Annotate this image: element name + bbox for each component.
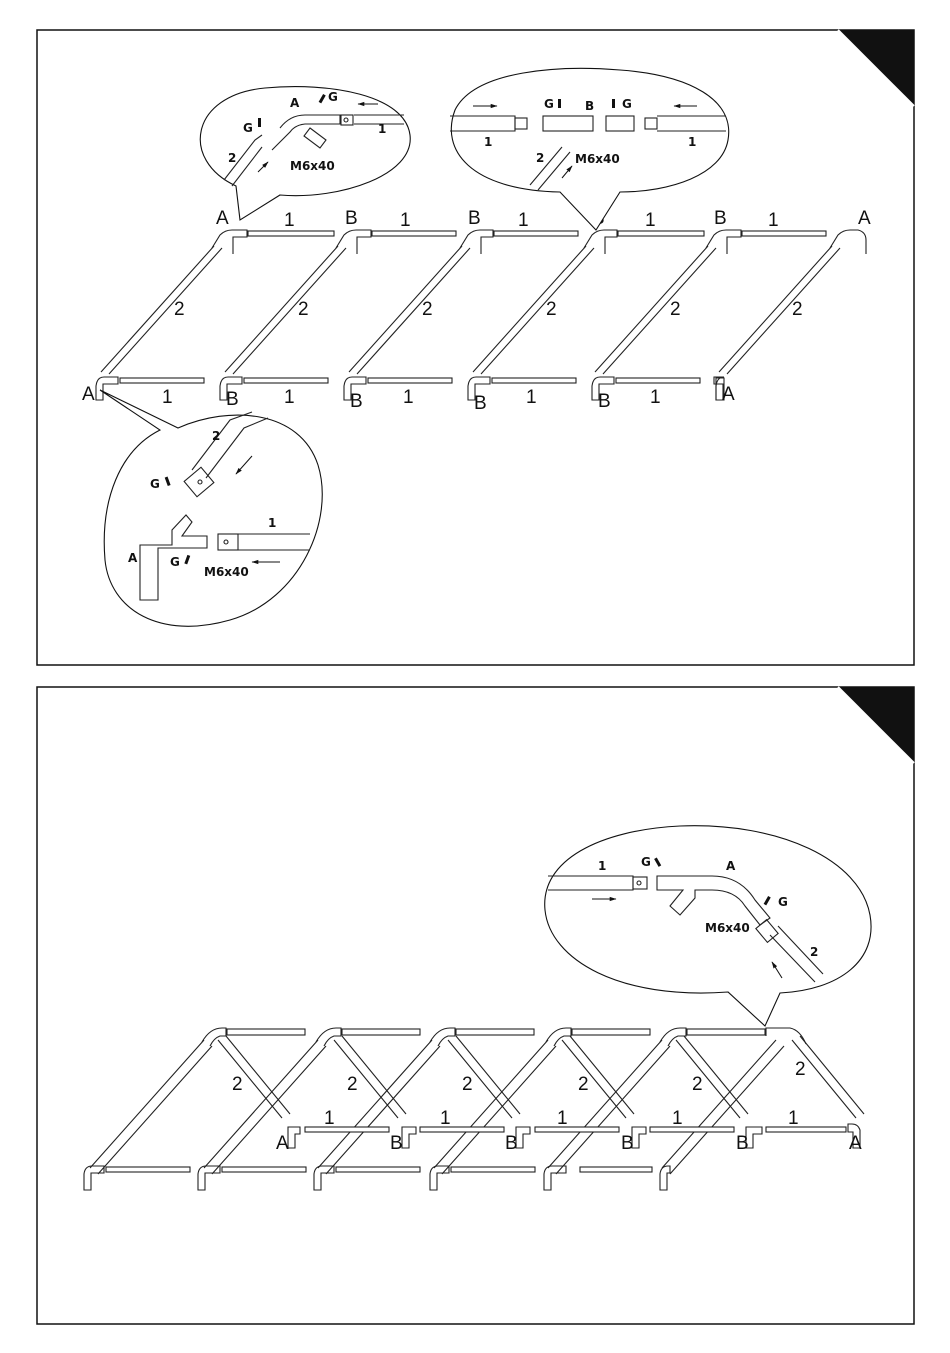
label-1: 1 <box>162 387 173 408</box>
label-a: A <box>849 1133 862 1154</box>
label-2: 2 <box>298 299 309 320</box>
label-g: G <box>170 555 180 569</box>
label-1: 1 <box>268 516 276 530</box>
label-b: B <box>345 208 358 229</box>
label-a: A <box>216 208 229 229</box>
label-b: B <box>390 1133 403 1154</box>
label-b: B <box>226 389 239 410</box>
label-1: 1 <box>324 1108 335 1129</box>
step-panel-2: 2 2 2 2 2 2 1 1 1 1 1 A B B B B A <box>37 687 914 1324</box>
label-1: 1 <box>400 210 411 231</box>
label-1: 1 <box>557 1108 568 1129</box>
label-1: 1 <box>598 859 606 873</box>
label-2: 2 <box>232 1074 243 1095</box>
label-1: 1 <box>768 210 779 231</box>
label-2: 2 <box>670 299 681 320</box>
label-a: A <box>290 96 300 110</box>
label-2: 2 <box>795 1059 806 1080</box>
label-1: 1 <box>788 1108 799 1129</box>
label-b: B <box>621 1133 634 1154</box>
label-b: B <box>350 391 363 412</box>
label-2: 2 <box>546 299 557 320</box>
label-g: G <box>544 97 554 111</box>
label-b: B <box>598 391 611 412</box>
label-2: 2 <box>347 1074 358 1095</box>
label-a: A <box>726 859 736 873</box>
label-g: G <box>243 121 253 135</box>
panel-2-frame <box>37 687 914 1324</box>
bolt-label: M6x40 <box>204 565 249 579</box>
bolt-icon <box>612 99 615 108</box>
label-g: G <box>328 90 338 104</box>
label-2: 2 <box>228 151 236 165</box>
label-2: 2 <box>692 1074 703 1095</box>
label-g: G <box>641 855 651 869</box>
label-b: B <box>714 208 727 229</box>
label-1: 1 <box>403 387 414 408</box>
label-1: 1 <box>284 387 295 408</box>
label-1: 1 <box>688 135 696 149</box>
label-2: 2 <box>174 299 185 320</box>
label-g: G <box>778 895 788 909</box>
bolt-icon <box>258 118 261 127</box>
label-1: 1 <box>284 210 295 231</box>
label-1: 1 <box>645 210 656 231</box>
bolt-label: M6x40 <box>290 159 335 173</box>
label-1: 1 <box>378 122 386 136</box>
label-a: A <box>858 208 871 229</box>
label-2: 2 <box>536 151 544 165</box>
label-b: B <box>585 99 594 113</box>
label-2: 2 <box>792 299 803 320</box>
bolt-icon <box>558 99 561 108</box>
label-a: A <box>82 384 95 405</box>
bolt-label: M6x40 <box>705 921 750 935</box>
label-g: G <box>622 97 632 111</box>
label-b: B <box>505 1133 518 1154</box>
label-2: 2 <box>212 429 220 443</box>
label-1: 1 <box>484 135 492 149</box>
label-b: B <box>468 208 481 229</box>
label-1: 1 <box>526 387 537 408</box>
label-2: 2 <box>578 1074 589 1095</box>
label-2: 2 <box>462 1074 473 1095</box>
bolt-label: M6x40 <box>575 152 620 166</box>
label-1: 1 <box>672 1108 683 1129</box>
label-b: B <box>474 393 487 414</box>
step-panel-1: A 1 B 1 B 1 B 1 B 1 A 2 2 2 2 2 2 A 1 B … <box>37 30 914 665</box>
label-1: 1 <box>518 210 529 231</box>
label-a: A <box>722 384 735 405</box>
label-1: 1 <box>440 1108 451 1129</box>
label-b: B <box>736 1133 749 1154</box>
label-a: A <box>128 551 138 565</box>
label-1: 1 <box>650 387 661 408</box>
label-a: A <box>276 1133 289 1154</box>
label-g: G <box>150 477 160 491</box>
label-2: 2 <box>422 299 433 320</box>
label-2: 2 <box>810 945 818 959</box>
